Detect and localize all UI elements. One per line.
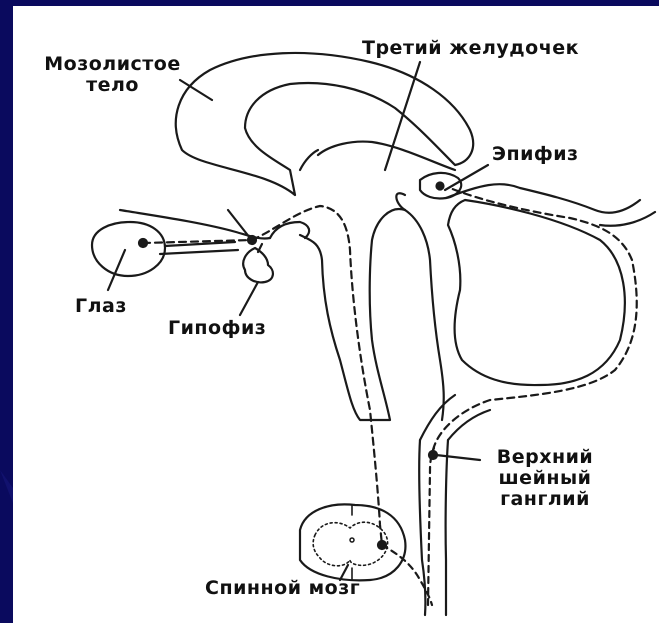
eye-outline bbox=[92, 222, 165, 276]
optic-nerve-lower bbox=[160, 250, 238, 254]
sympathetic-trunk bbox=[428, 448, 434, 605]
tectum bbox=[446, 184, 640, 213]
nerve-sheath-top-right bbox=[448, 410, 490, 440]
brainstem-rear bbox=[405, 210, 444, 420]
corpus-callosum-outline bbox=[176, 53, 473, 195]
tentorium bbox=[600, 212, 655, 226]
label-ganglion: Верхний шейный ганглий bbox=[470, 447, 620, 510]
label-pineal: Эпифиз bbox=[492, 144, 579, 165]
posterior-commissure bbox=[396, 193, 405, 210]
nerve-sheath-top-left bbox=[420, 395, 455, 440]
nerve-sheath-right bbox=[446, 440, 448, 615]
label-corpus-callosum: Мозолистое тело bbox=[30, 54, 195, 96]
nerve-sheath-left bbox=[419, 440, 425, 615]
label-eye: Глаз bbox=[75, 296, 127, 317]
ventricle-roof bbox=[300, 150, 318, 170]
central-canal bbox=[350, 538, 354, 542]
label-pituitary: Гипофиз bbox=[168, 318, 266, 339]
descending-tract bbox=[252, 206, 382, 545]
optic-nerve bbox=[165, 242, 235, 246]
pineal-target-dot bbox=[437, 183, 444, 190]
label-spinal-cord: Спинной мозг bbox=[205, 578, 360, 599]
label-third-ventricle: Третий желудочек bbox=[362, 38, 579, 59]
leader-eye bbox=[108, 250, 125, 290]
pituitary-gland bbox=[243, 248, 273, 282]
leader-pituitary bbox=[240, 282, 258, 315]
postganglionic-fiber bbox=[433, 188, 637, 450]
spinal-cord-gray-matter bbox=[313, 522, 387, 566]
brainstem-front bbox=[300, 209, 405, 420]
